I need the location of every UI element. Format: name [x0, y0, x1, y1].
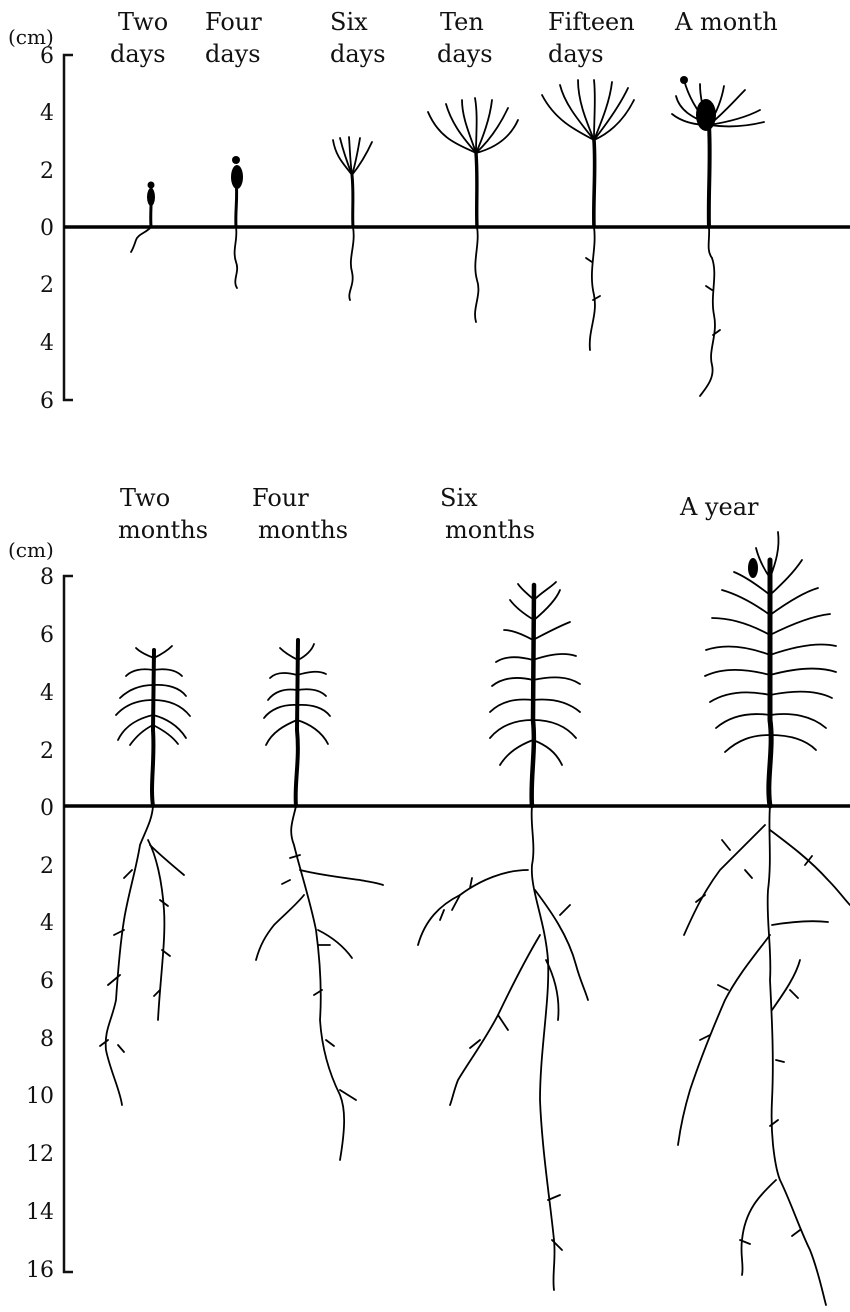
seedling-two-days: [131, 182, 155, 253]
top-panel: Two days Four days Six days Ten days Fif…: [8, 8, 850, 414]
tick-label: 16: [26, 1258, 54, 1283]
bottom-axis-unit: (cm): [8, 538, 54, 562]
seedling-four-days: [231, 156, 243, 288]
seedling-ten-days: [428, 98, 518, 322]
tick-label: 2: [40, 273, 54, 298]
stage-label-six-months-line1: Six: [440, 484, 478, 512]
tick-label: 2: [40, 739, 54, 764]
bottom-panel: Two months Four months Six months A year…: [8, 484, 850, 1305]
tick-label: 2: [40, 159, 54, 184]
seedling-six-months: [418, 582, 588, 1290]
stage-label-four-days-line2: days: [205, 40, 261, 68]
tick-label: 6: [40, 389, 54, 414]
seedling-two-months: [100, 646, 190, 1105]
stage-label-two-days-line1: Two: [118, 8, 168, 36]
stage-label-a-year: A year: [679, 493, 759, 521]
stage-label-two-months-line2: months: [118, 516, 208, 544]
tick-label: 0: [40, 216, 54, 241]
stage-label-ten-days-line1: Ten: [440, 8, 484, 36]
tick-label: 4: [40, 331, 54, 356]
stage-label-two-days-line2: days: [110, 40, 166, 68]
stage-label-six-months-line2: months: [445, 516, 535, 544]
tick-label: 8: [40, 1027, 54, 1052]
stage-label-ten-days-line2: days: [437, 40, 493, 68]
tick-label: 12: [26, 1142, 54, 1167]
tick-label: 2: [40, 854, 54, 879]
stage-label-six-days-line2: days: [330, 40, 386, 68]
stage-label-four-months-line1: Four: [252, 484, 309, 512]
tick-label: 0: [40, 796, 54, 821]
tick-label: 8: [40, 565, 54, 590]
stage-label-two-months-line1: Two: [120, 484, 170, 512]
tick-label: 6: [40, 969, 54, 994]
tick-label: 6: [40, 44, 54, 69]
tick-label: 6: [40, 623, 54, 648]
bottom-axis-ticks: 8 6 4 2 0 2 4 6 8 10 12 14 16: [26, 565, 54, 1283]
seedling-fifteen-days: [542, 80, 634, 350]
stage-label-six-days-line1: Six: [330, 8, 368, 36]
stage-label-a-month: A month: [674, 8, 778, 36]
bottom-axis-line: [64, 576, 73, 1272]
tick-label: 10: [26, 1084, 54, 1109]
tick-label: 4: [40, 681, 54, 706]
top-axis-ticks: 6 4 2 0 2 4 6: [40, 44, 54, 414]
seedling-four-months: [256, 640, 383, 1160]
tick-label: 4: [40, 101, 54, 126]
stage-label-four-months-line2: months: [258, 516, 348, 544]
stage-label-fifteen-days-line1: Fifteen: [548, 8, 635, 36]
seedling-a-year: [678, 532, 850, 1305]
seedling-a-month: [672, 76, 764, 396]
stage-label-fifteen-days-line2: days: [548, 40, 604, 68]
stage-label-four-days-line1: Four: [205, 8, 262, 36]
tick-label: 14: [26, 1200, 54, 1225]
tick-label: 4: [40, 911, 54, 936]
seedling-six-days: [333, 137, 372, 300]
